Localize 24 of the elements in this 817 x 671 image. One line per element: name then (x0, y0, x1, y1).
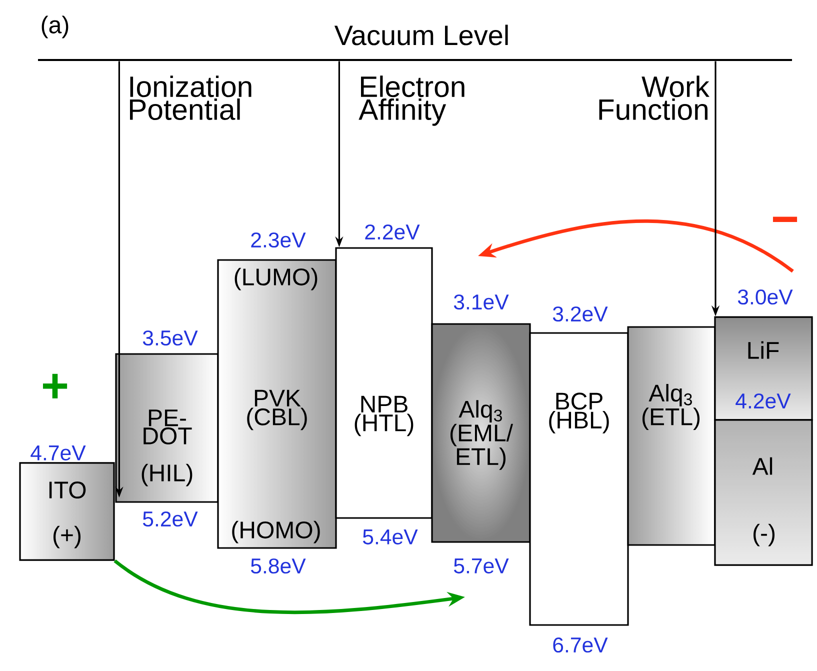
energy-label: 3.1eV (454, 294, 509, 310)
layer-box: BCP (HBL) (529, 332, 629, 626)
layer-box: ITO (+) (19, 462, 115, 561)
energy-label: 2.3eV (251, 232, 306, 248)
energy-label: 6.7eV (553, 637, 608, 653)
energy-label: 5.4eV (363, 530, 418, 544)
layer-box: PE- DOT (HIL) (115, 353, 219, 503)
layer-box: Al (-) (714, 419, 813, 566)
layer-box: LiF 4.2eV (714, 316, 813, 421)
plus-sign: + (43, 374, 68, 398)
energy-label: 5.7eV (454, 558, 509, 574)
energy-label: 5.8eV (250, 558, 306, 574)
edge-label: Electron Affinity (358, 76, 464, 126)
layer-box: NPB (HTL) (335, 247, 433, 519)
energy-label: 5.2eV (142, 511, 198, 527)
energy-label: 3.0eV (738, 289, 793, 305)
energy-label: 3.5eV (142, 330, 198, 346)
edge-label: Ionization Potential (130, 76, 252, 120)
energy-label: 2.2eV (365, 224, 420, 240)
edge-label: Work Function (599, 76, 710, 120)
energy-label: 3.2eV (552, 306, 608, 322)
minus-sign: − (772, 216, 798, 222)
energy-label: 4.7eV (30, 446, 86, 460)
layer-box: Alq$_{3}$ (ETL) (627, 326, 716, 546)
